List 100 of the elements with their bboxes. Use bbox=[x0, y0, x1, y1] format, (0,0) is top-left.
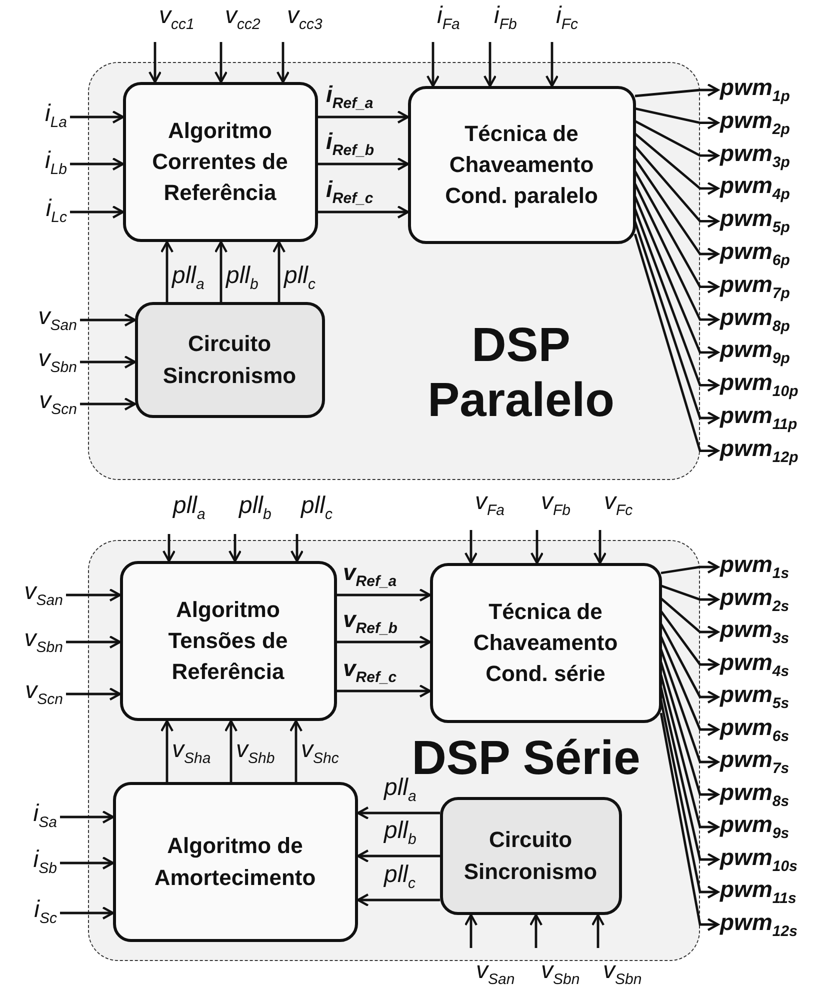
signal-label: v$_{San}$ bbox=[465, 948, 531, 989]
signal-label: i$_{Fb}$ bbox=[483, 4, 539, 42]
output-signal-label: pwm$_{4p}$ bbox=[718, 171, 824, 206]
signal-label: v$_{Fa}$ bbox=[464, 490, 526, 530]
output-signal-label: pwm$_{12p}$ bbox=[718, 434, 824, 468]
output-signal-label: pwm$_{2p}$ bbox=[718, 106, 824, 140]
process-block: Técnica de Chaveamento Cond. série bbox=[430, 562, 662, 722]
arrow bbox=[337, 588, 432, 602]
edge-label: i$_{Ref_a}$ bbox=[326, 83, 374, 111]
arrow bbox=[356, 893, 440, 907]
arrow bbox=[545, 42, 559, 88]
edge-label: v$_{Ref_b}$ bbox=[343, 608, 398, 636]
output-signal-label: pwm$_{8p}$ bbox=[718, 302, 824, 337]
arrow bbox=[660, 560, 720, 574]
arrow bbox=[660, 610, 720, 672]
arrow bbox=[660, 700, 720, 899]
arrow bbox=[530, 530, 544, 564]
output-signal-label: pwm$_{12s}$ bbox=[718, 908, 824, 942]
arrow bbox=[660, 623, 720, 704]
arrow bbox=[634, 132, 720, 195]
signal-label: i$_{La}$ bbox=[10, 98, 70, 134]
arrow bbox=[660, 662, 720, 802]
arrow bbox=[464, 914, 478, 948]
arrow bbox=[634, 170, 720, 294]
signal-label: v$_{Scn}$ bbox=[6, 385, 80, 421]
arrow bbox=[70, 110, 124, 124]
arrow bbox=[66, 635, 122, 649]
arrow bbox=[660, 712, 720, 932]
signal-label: pll$_{c}$ bbox=[290, 494, 354, 534]
arrow bbox=[356, 806, 440, 820]
output-signal-label: pwm$_{11s}$ bbox=[718, 875, 824, 909]
arrow bbox=[214, 42, 228, 84]
signal-label: pll$_{a}$ bbox=[162, 494, 226, 534]
arrow bbox=[634, 158, 720, 261]
arrow bbox=[356, 849, 440, 863]
signal-label: i$_{Sb}$ bbox=[10, 844, 60, 880]
arrow bbox=[634, 107, 720, 130]
arrow bbox=[272, 240, 286, 302]
output-signal-label: pwm$_{8s}$ bbox=[718, 778, 824, 812]
edge-label: v$_{Sha}$ bbox=[172, 738, 211, 766]
arrow bbox=[60, 856, 114, 870]
arrow bbox=[80, 355, 136, 369]
arrow bbox=[660, 584, 720, 606]
arrow bbox=[464, 530, 478, 564]
signal-label: i$_{Sa}$ bbox=[10, 798, 60, 834]
arrow bbox=[660, 674, 720, 834]
arrow bbox=[70, 205, 124, 219]
process-block: Circuito Sincronismo bbox=[134, 302, 324, 418]
output-signal-label: pwm$_{7s}$ bbox=[718, 745, 824, 779]
arrow bbox=[318, 205, 410, 219]
arrow bbox=[160, 720, 174, 782]
process-block: Algoritmo Tensões de Referência bbox=[120, 560, 336, 720]
process-block: Circuito Sincronismo bbox=[440, 796, 622, 914]
arrow bbox=[593, 530, 607, 564]
edge-label: v$_{Ref_c}$ bbox=[343, 657, 397, 685]
edge-label: v$_{Ref_a}$ bbox=[343, 561, 397, 589]
output-signal-label: pwm$_{6s}$ bbox=[718, 712, 824, 746]
arrow bbox=[289, 720, 303, 782]
process-block: Técnica de Chaveamento Cond. paralelo bbox=[408, 86, 636, 244]
arrow bbox=[634, 196, 720, 359]
arrow bbox=[224, 720, 238, 782]
edge-label: v$_{Shb}$ bbox=[236, 738, 275, 766]
output-signal-label: pwm$_{3p}$ bbox=[718, 138, 824, 173]
arrow bbox=[337, 635, 432, 649]
arrow bbox=[529, 914, 543, 948]
arrow bbox=[634, 208, 720, 392]
arrow bbox=[318, 157, 410, 171]
output-signal-label: pwm$_{7p}$ bbox=[718, 270, 824, 304]
arrow bbox=[66, 588, 122, 602]
output-signal-label: pwm$_{3s}$ bbox=[718, 615, 824, 649]
arrow bbox=[634, 145, 720, 228]
arrow bbox=[162, 534, 176, 562]
arrow bbox=[228, 534, 242, 562]
process-block: Algoritmo Correntes de Referência bbox=[122, 82, 318, 242]
arrow bbox=[634, 120, 720, 162]
output-signal-label: pwm$_{1p}$ bbox=[718, 73, 824, 107]
output-signal-label: pwm$_{9p}$ bbox=[718, 335, 824, 370]
output-signal-label: pwm$_{2s}$ bbox=[718, 582, 824, 616]
arrow bbox=[483, 42, 497, 88]
edge-label: pll$_{c}$ bbox=[284, 264, 316, 292]
arrow bbox=[634, 183, 720, 326]
arrow bbox=[148, 42, 162, 84]
signal-label: i$_{Sc}$ bbox=[10, 894, 60, 930]
signal-label: v$_{Scn}$ bbox=[4, 675, 66, 711]
signal-label: i$_{Lc}$ bbox=[10, 193, 70, 229]
signal-label: v$_{San}$ bbox=[4, 576, 66, 612]
signal-label: v$_{Fc}$ bbox=[593, 490, 655, 530]
arrow bbox=[426, 42, 440, 88]
output-signal-label: pwm$_{4s}$ bbox=[718, 648, 824, 682]
signal-label: v$_{cc2}$ bbox=[214, 4, 278, 42]
output-signal-label: pwm$_{5s}$ bbox=[718, 680, 824, 714]
arrow bbox=[318, 110, 410, 124]
signal-label: i$_{Lb}$ bbox=[10, 145, 70, 181]
signal-label: v$_{San}$ bbox=[6, 301, 80, 337]
output-signal-label: pwm$_{1s}$ bbox=[718, 550, 824, 584]
dsp-panel bbox=[88, 540, 700, 961]
edge-label: pll$_{b}$ bbox=[384, 819, 416, 847]
arrow bbox=[660, 598, 720, 639]
output-signal-label: pwm$_{11p}$ bbox=[718, 401, 824, 435]
arrow bbox=[660, 648, 720, 769]
